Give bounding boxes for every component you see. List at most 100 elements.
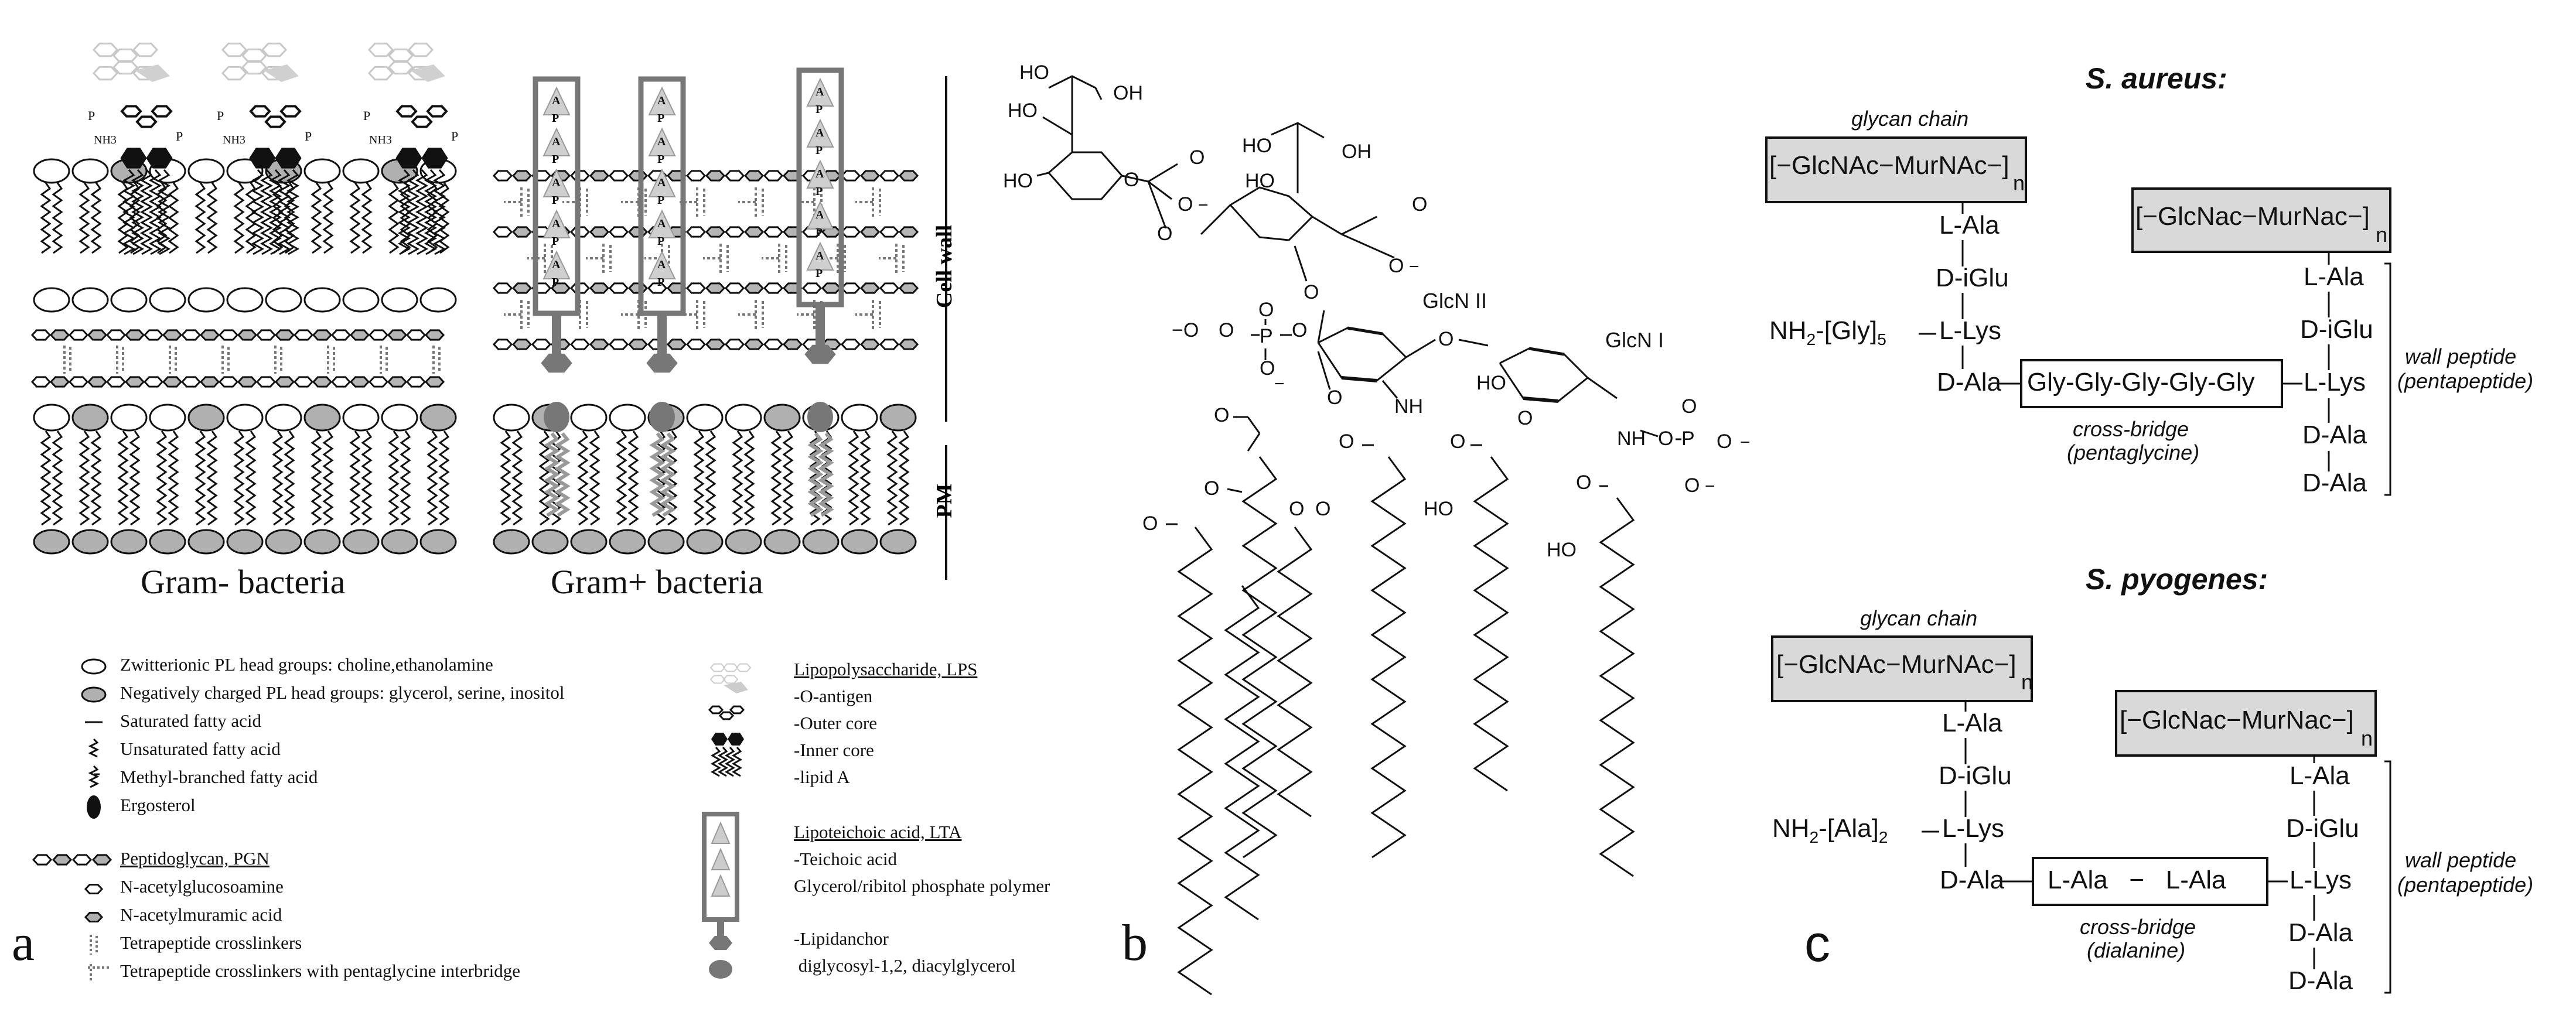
fatty-acid-tail: [388, 182, 400, 254]
lta-letter: A: [552, 94, 561, 107]
acyl-chain: [1277, 527, 1313, 818]
chem-bond: [1247, 416, 1261, 434]
acyl-chain: [1599, 497, 1635, 877]
pentaglycine-crosslink: [579, 300, 588, 329]
pgn-hexagon: [492, 170, 513, 182]
chem-atom-label: O: [1258, 299, 1274, 321]
pentaglycine-crosslink: [520, 300, 530, 329]
pgn-hexagon: [879, 282, 900, 294]
fatty-acid-tail: [117, 182, 129, 254]
lipid-a-hexagon: [146, 148, 173, 169]
ammonium-label: NH3: [223, 134, 245, 146]
pgn-hexagon: [531, 339, 552, 350]
pgn-hexagon: [589, 226, 610, 238]
pgn-hexagon: [763, 226, 784, 238]
legend-lps-title: Lipopolysaccharide, LPS: [794, 659, 978, 679]
fatty-acid-tail: [245, 430, 257, 526]
chem-bond: [1148, 180, 1172, 200]
pyogenes-wall-peptide: wall peptide: [2405, 848, 2517, 872]
chem-atom-label: O: [1684, 474, 1700, 497]
hexagon-chain-icon: [71, 854, 93, 866]
tetrapeptide-crosslink: [221, 346, 230, 374]
fatty-acid-tail: [427, 430, 438, 526]
pm-label: PM: [932, 483, 957, 518]
o-antigen-hexagon: [722, 663, 739, 672]
acyl-chain: [1473, 456, 1509, 792]
teichoic-unit: [648, 86, 676, 115]
pgn-hexagon: [162, 376, 183, 388]
plasma-membrane-head: [609, 404, 646, 432]
chem-bond: [1341, 216, 1377, 235]
pyogenes-left-d-iglu: D-iGlu: [1939, 761, 2012, 790]
fatty-acid-tail: [848, 430, 859, 526]
lta-letter: P: [816, 226, 823, 239]
tetrapeptide-crosslink: [63, 346, 71, 374]
pgn-hexagon: [68, 376, 89, 388]
pgn-hexagon: [274, 376, 295, 388]
lipid-a-tail: [131, 169, 145, 255]
chem-bond: [1036, 172, 1049, 177]
peptidoglycan-schemes: [1765, 136, 2391, 994]
outer-membrane-head: [71, 158, 109, 184]
pgn-hexagon: [162, 329, 183, 341]
legend-lps-inner-core: -Inner core: [794, 740, 874, 760]
pgn-hexagon: [898, 226, 919, 238]
fatty-acid-tail: [233, 430, 245, 526]
pyogenes-wall-peptide-bracket: [2384, 760, 2391, 994]
chem-atom-label: HO: [1242, 135, 1272, 157]
plasma-membrane-head: [187, 404, 225, 432]
pgn-hexagon: [724, 226, 745, 238]
lta-letter: P: [816, 185, 823, 198]
lta-stalk: [552, 313, 561, 354]
plasma-membrane-head: [879, 404, 917, 432]
chem-atom-label: O: [1658, 428, 1673, 450]
legend-glcnac: N-acetylglucosoamine: [120, 876, 284, 897]
fatty-acid-tail: [322, 430, 334, 526]
aureus-wall-peptide-bracket: [2384, 262, 2391, 496]
plasma-membrane-head: [686, 529, 724, 555]
acyl-chain: [1241, 456, 1278, 859]
chem-atom-label: OH: [1342, 141, 1371, 163]
acyl-chain: [1177, 527, 1213, 996]
outer-membrane-head: [33, 158, 70, 184]
legend-lta-diacylglycerol: diglycosyl-1,2, diacylglycerol: [794, 955, 1016, 976]
pgn-hexagon: [511, 226, 533, 238]
plasma-membrane-head: [110, 529, 148, 555]
chem-bond: [1200, 204, 1231, 235]
tetrapeptide-crosslink: [169, 346, 177, 374]
pgn-hexagon: [782, 339, 803, 350]
pgn-hexagon: [255, 329, 277, 341]
chem-atom-label: −: [1198, 196, 1209, 215]
outer-core: [135, 64, 170, 82]
fatty-acid-tail: [129, 430, 141, 526]
chem-bond: [1341, 376, 1377, 382]
fatty-acid-tail: [886, 430, 898, 526]
lta-letter: P: [657, 153, 664, 166]
o-antigen-hexagon: [407, 42, 434, 57]
pentaglycine-crosslink: [872, 300, 881, 329]
lta-letter: A: [657, 217, 666, 230]
chem-bond: [1341, 233, 1395, 259]
legend-lps-outer-core: -Outer core: [794, 713, 877, 733]
fatty-acid-tail: [693, 430, 705, 526]
plasma-membrane-head: [71, 404, 109, 432]
fatty-acid-tail: [79, 430, 90, 526]
pgn-hexagon: [589, 282, 610, 294]
fatty-acid-tail: [743, 430, 755, 526]
chem-atom-label: HO: [1424, 498, 1454, 520]
aureus-right-l-lys: L-Lys: [2304, 368, 2366, 397]
chem-atom-label: O: [1304, 281, 1319, 303]
o-antigen-hexagon: [709, 675, 726, 684]
pgn-hexagon: [218, 376, 239, 388]
outer-membrane-head: [303, 158, 341, 184]
chem-bond: [1458, 339, 1489, 347]
lta-stalk: [816, 305, 825, 346]
pgn-hexagon: [550, 282, 571, 294]
chem-bond: [1523, 397, 1559, 403]
chem-atom-label: O: [1339, 430, 1354, 453]
fatty-acid-tail: [90, 430, 102, 526]
chem-atom-label: P: [1260, 325, 1273, 347]
chem-bond: [1347, 326, 1383, 336]
o-antigen-hexagon: [92, 42, 119, 57]
fatty-acid-tail: [859, 430, 871, 526]
